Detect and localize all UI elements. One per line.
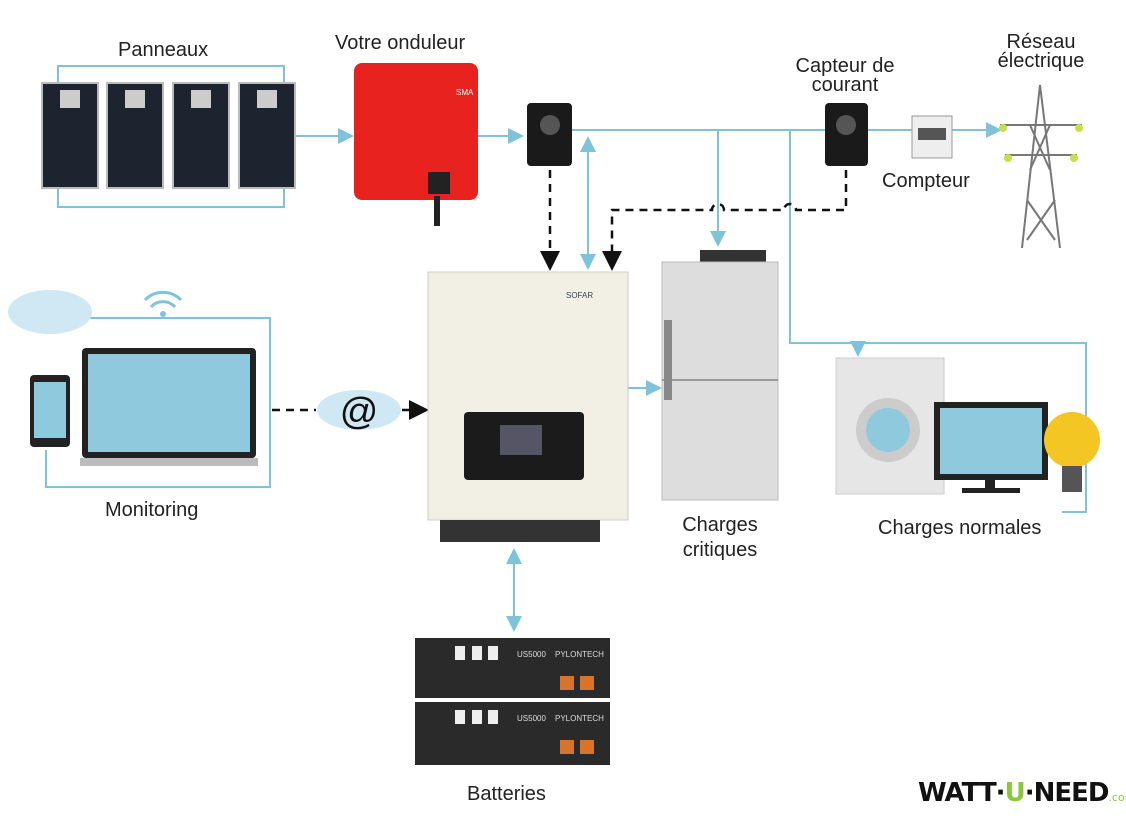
label-critical-loads: Charges critiques	[682, 514, 758, 561]
string-inverter	[354, 63, 478, 226]
label-batteries: Batteries	[467, 783, 546, 805]
meter	[911, 115, 953, 159]
battery-model: US5000	[517, 650, 546, 659]
grid-pylon	[999, 84, 1083, 249]
label-grid: Réseau électrique	[997, 31, 1085, 72]
hybrid-inverter	[427, 271, 629, 542]
battery-brand: PYLONTECH	[555, 650, 604, 659]
communication-lines	[272, 170, 848, 410]
label-normal-loads: Charges normales	[878, 517, 1042, 539]
power-lines	[45, 65, 1087, 632]
batteries	[415, 638, 610, 765]
label-monitoring: Monitoring	[105, 499, 199, 521]
monitoring-devices	[8, 290, 401, 466]
at-symbol: @	[340, 391, 379, 433]
solar-panels	[41, 82, 296, 189]
label-inverter: Votre onduleur	[335, 32, 466, 54]
battery-brand: PYLONTECH	[555, 714, 604, 723]
fridge	[661, 250, 779, 501]
battery-model: US5000	[517, 714, 546, 723]
label-panels: Panneaux	[118, 39, 209, 61]
hybrid-inverter-brand: SOFAR	[566, 291, 593, 300]
label-meter: Compteur	[882, 170, 970, 192]
watt-u-need-logo: WATT·U·NEED.com	[918, 778, 1126, 808]
normal-loads	[835, 357, 1100, 495]
label-current-sensor: Capteur de courant	[795, 55, 895, 96]
inverter-brand: SMA	[456, 88, 474, 97]
current-sensors	[527, 103, 868, 166]
